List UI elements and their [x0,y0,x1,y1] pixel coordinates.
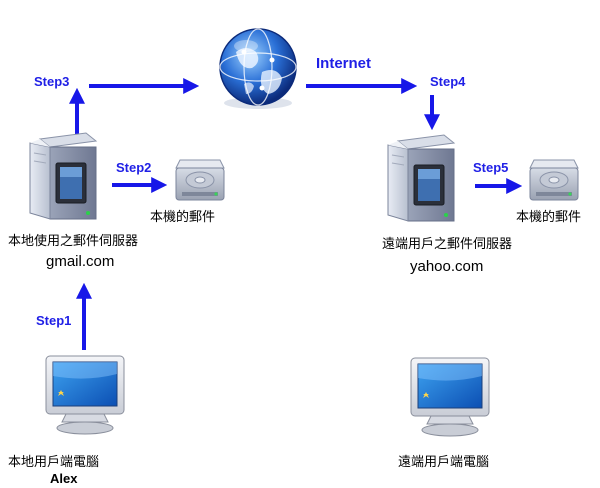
remote-server-icon [387,134,455,222]
remote-pc-label: 遠端用戶端電腦 [398,455,490,470]
remote-mailbox-label: 本機的郵件 [516,210,582,225]
step3-label: Step3 [34,74,70,89]
local-pc-label: 本地用戶端電腦 [8,455,100,470]
remote-pc-icon [410,357,490,437]
step1-label: Step1 [36,313,72,328]
local-server-icon [29,132,97,220]
globe-icon [219,28,297,109]
local-pc-icon [45,355,125,435]
local-server-host: gmail.com [46,253,115,270]
local-pc-user: Alex [50,471,78,486]
local-mailbox-label: 本機的郵件 [150,210,216,225]
step5-label: Step5 [473,160,509,175]
step2-label: Step2 [116,160,152,175]
remote-server-label: 遠端用戶之郵件伺服器 [382,237,513,252]
remote-server-host: yahoo.com [410,258,484,275]
internet-label: Internet [316,55,372,72]
remote-mailbox-icon [529,159,579,201]
step4-label: Step4 [430,74,466,89]
local-server-label: 本地使用之郵件伺服器 [8,234,139,249]
local-mailbox-icon [175,159,225,201]
